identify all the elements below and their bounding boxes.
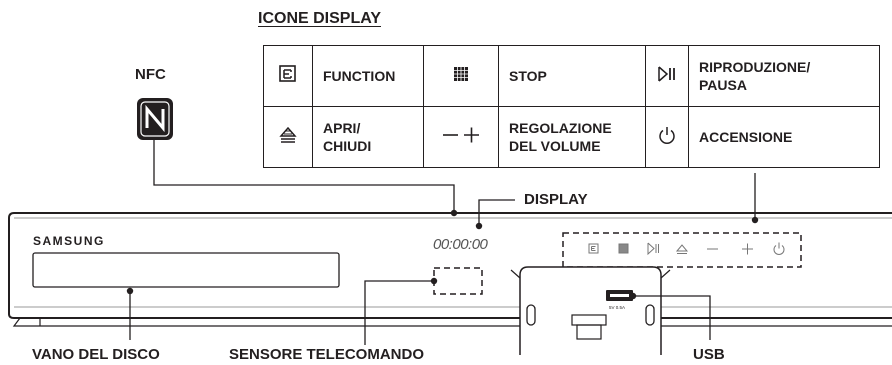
power-icon [659,126,675,144]
leader-lines [129,140,756,345]
usb-rating: 5V 0.5A [609,305,625,310]
icon-table: FUNCTION STOP RIPRODUZIONE/ PAUSA [263,45,880,168]
volume-label: REGOLAZIONE DEL VOLUME [509,120,612,154]
label-cell: ACCENSIONE [688,106,880,168]
power-label: ACCENSIONE [699,128,793,145]
table-row: APRI/ CHIUDI REGOLAZIONE DEL VOLUME ACCE… [263,106,880,168]
leader-dots [126,209,759,300]
usb-port[interactable] [606,290,633,301]
brand-logo: SAMSUNG [33,234,105,248]
table-row: FUNCTION STOP RIPRODUZIONE/ PAUSA [263,45,880,107]
stop-key-icon[interactable] [618,243,629,254]
icon-cell [263,106,313,168]
play-pause-icon [658,65,675,82]
power-key-icon[interactable] [773,242,785,255]
eject-icon [279,126,297,143]
volume-icon [443,127,479,142]
stop-icon [454,66,468,81]
function-label: FUNCTION [323,67,396,84]
eject-label: APRI/ CHIUDI [323,120,372,154]
icon-cell [263,45,313,107]
display-label: DISPLAY [524,191,588,208]
diagram-title: ICONE DISPLAY [258,10,381,27]
icon-cell [645,106,689,168]
label-cell: RIPRODUZIONE/ PAUSA [688,45,880,107]
touch-keys [588,242,785,256]
label-cell: REGOLAZIONE DEL VOLUME [498,106,646,168]
usb-label: USB [693,346,725,363]
label-cell: APRI/ CHIUDI [312,106,424,168]
display-readout: 00:00:00 [433,236,489,253]
usb-cover [510,266,671,355]
play-pause-label: RIPRODUZIONE/ PAUSA [699,59,811,93]
volume-up-key-icon[interactable] [742,243,753,255]
icon-cell [645,45,689,107]
eject-key-icon[interactable] [675,244,689,254]
remote-sensor-label: SENSORE TELECOMANDO [229,346,425,363]
play-pause-key-icon[interactable] [647,242,659,256]
remote-sensor [433,267,483,295]
disc-tray-label: VANO DEL DISCO [32,346,160,363]
function-icon [279,64,296,82]
touch-key-panel [562,232,802,268]
stop-label: STOP [509,67,547,84]
function-key-icon[interactable] [588,243,599,254]
label-cell: STOP [498,45,646,107]
nfc-tag [137,98,173,140]
nfc-label: NFC [135,66,166,83]
disc-tray [32,252,340,288]
